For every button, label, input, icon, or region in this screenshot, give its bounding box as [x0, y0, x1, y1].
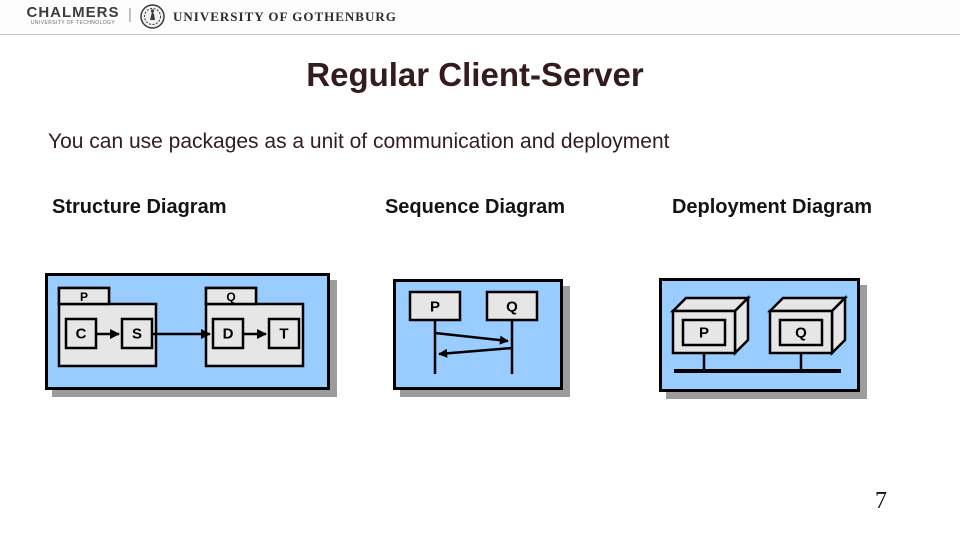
deployment-diagram-panel: P Q	[659, 278, 860, 392]
gothenburg-seal-icon	[140, 4, 165, 29]
package-q-label: Q	[226, 290, 235, 304]
section-label-deployment: Deployment Diagram	[671, 196, 873, 218]
section-label-structure: Structure Diagram	[52, 196, 227, 218]
node-q-label: Q	[795, 325, 807, 342]
lifeline-p-label: P	[430, 299, 440, 316]
lifeline-q: Q	[485, 290, 539, 374]
page-title: Regular Client-Server	[306, 56, 644, 93]
chalmers-logo: CHALMERS UNIVERSITY OF TECHNOLOGY	[18, 5, 128, 26]
uml-package-p: P C S	[57, 286, 158, 368]
sequence-diagram-panel: P Q	[393, 279, 563, 390]
header-divider: |	[128, 6, 132, 23]
package-p-label: P	[80, 290, 88, 304]
lifeline-q-label: Q	[506, 299, 518, 316]
node-p: P	[669, 294, 752, 371]
class-t-label: T	[279, 326, 288, 343]
chalmers-tagline: UNIVERSITY OF TECHNOLOGY	[30, 20, 116, 26]
section-label-sequence: Sequence Diagram	[384, 196, 566, 218]
node-q: Q	[766, 294, 849, 371]
uml-package-q: Q D T	[204, 286, 305, 368]
structure-diagram-panel: P C S Q D T	[45, 273, 330, 390]
class-d-label: D	[223, 326, 234, 343]
class-s-label: S	[132, 326, 142, 343]
gothenburg-wordmark: UNIVERSITY OF GOTHENBURG	[173, 9, 397, 24]
class-c-label: C	[76, 326, 87, 343]
chalmers-wordmark: CHALMERS	[26, 4, 120, 21]
page-number: 7	[875, 488, 887, 514]
class-s-box	[120, 317, 154, 350]
class-t-box	[267, 317, 301, 350]
lifeline-p: P	[408, 290, 462, 374]
message-p-to-q-arrow	[434, 331, 509, 345]
class-c-box	[64, 317, 98, 350]
header-band: CHALMERS UNIVERSITY OF TECHNOLOGY | UNIV…	[0, 0, 960, 35]
node-p-label: P	[699, 325, 709, 342]
message-q-to-p-arrow	[438, 346, 513, 358]
slide-subtitle: You can use packages as a unit of commun…	[48, 130, 670, 153]
